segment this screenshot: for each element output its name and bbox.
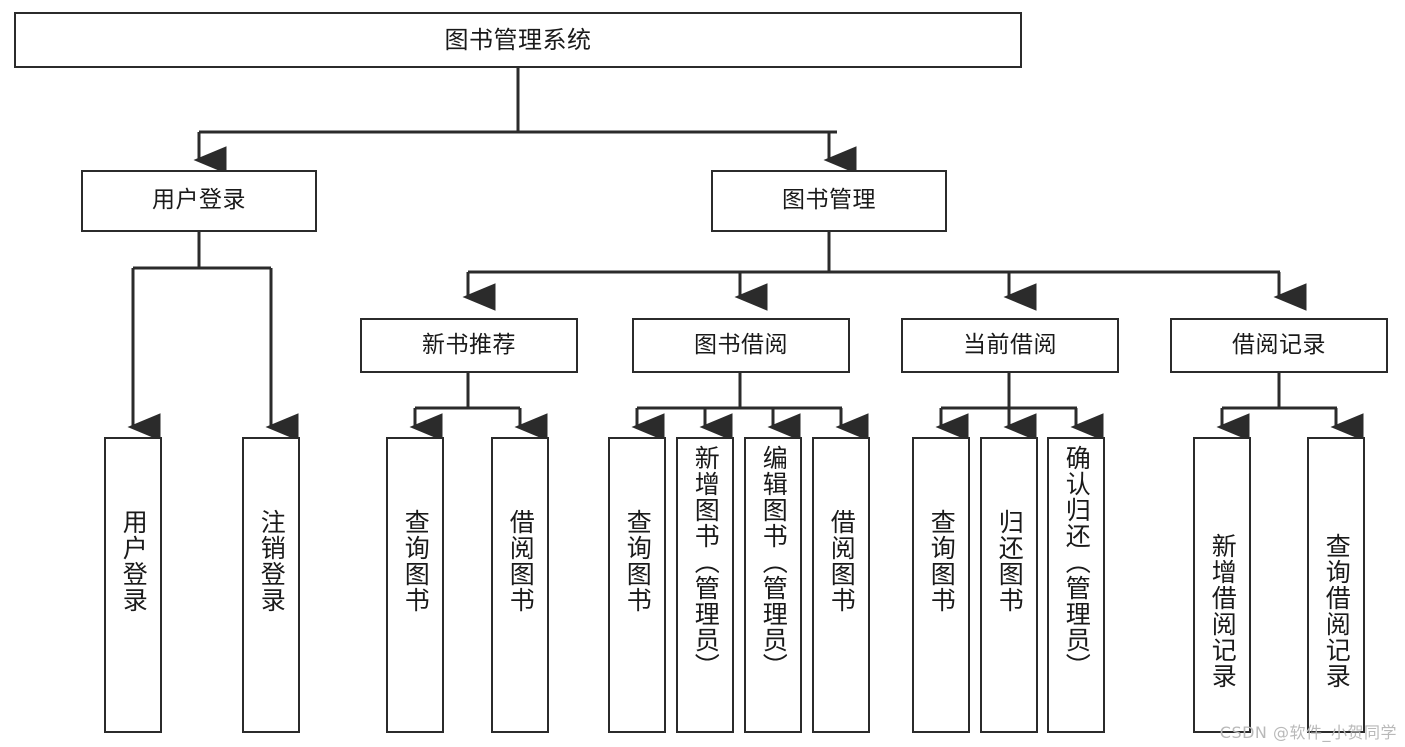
node-leaf-edit-book[interactable]: 编辑图书（管理员） <box>744 437 802 733</box>
node-leaf-query-record[interactable]: 查询借阅记录 <box>1307 437 1365 733</box>
node-user-login-label: 用户登录 <box>152 187 246 214</box>
node-book-borrow-label: 图书借阅 <box>694 331 788 358</box>
node-book-manage[interactable]: 图书管理 <box>711 170 947 232</box>
node-leaf-query-book-1-label: 查询图书 <box>401 509 431 613</box>
node-root[interactable]: 图书管理系统 <box>14 12 1022 68</box>
node-book-borrow[interactable]: 图书借阅 <box>632 318 850 373</box>
node-current-borrow[interactable]: 当前借阅 <box>901 318 1119 373</box>
node-leaf-borrow-book-2-label: 借阅图书 <box>827 509 857 613</box>
node-leaf-add-record[interactable]: 新增借阅记录 <box>1193 437 1251 733</box>
node-leaf-borrow-book-1[interactable]: 借阅图书 <box>491 437 549 733</box>
node-new-book-rec[interactable]: 新书推荐 <box>360 318 578 373</box>
node-leaf-return-book[interactable]: 归还图书 <box>980 437 1038 733</box>
node-leaf-query-record-label: 查询借阅记录 <box>1322 533 1352 689</box>
node-leaf-confirm-return-label: 确认归还（管理员） <box>1062 445 1092 679</box>
node-leaf-return-book-label: 归还图书 <box>995 509 1025 613</box>
node-leaf-borrow-book-2[interactable]: 借阅图书 <box>812 437 870 733</box>
node-leaf-user-login[interactable]: 用户登录 <box>104 437 162 733</box>
node-leaf-add-record-label: 新增借阅记录 <box>1208 533 1238 689</box>
node-root-label: 图书管理系统 <box>444 25 592 54</box>
node-leaf-logout-login-label: 注销登录 <box>257 509 287 613</box>
node-new-book-rec-label: 新书推荐 <box>422 331 516 358</box>
node-leaf-query-book-3-label: 查询图书 <box>927 509 957 613</box>
node-user-login[interactable]: 用户登录 <box>81 170 317 232</box>
node-leaf-query-book-2-label: 查询图书 <box>623 509 653 613</box>
node-borrow-record[interactable]: 借阅记录 <box>1170 318 1388 373</box>
node-book-manage-label: 图书管理 <box>782 187 876 214</box>
node-borrow-record-label: 借阅记录 <box>1232 331 1326 358</box>
node-leaf-add-book-label: 新增图书（管理员） <box>691 445 721 679</box>
node-leaf-user-login-label: 用户登录 <box>119 509 149 613</box>
node-leaf-query-book-2[interactable]: 查询图书 <box>608 437 666 733</box>
node-leaf-edit-book-label: 编辑图书（管理员） <box>759 445 789 679</box>
node-leaf-query-book-1[interactable]: 查询图书 <box>386 437 444 733</box>
watermark: CSDN @软件_小贺同学 <box>1219 723 1397 742</box>
node-current-borrow-label: 当前借阅 <box>963 331 1057 358</box>
node-leaf-add-book[interactable]: 新增图书（管理员） <box>676 437 734 733</box>
node-leaf-confirm-return[interactable]: 确认归还（管理员） <box>1047 437 1105 733</box>
node-leaf-logout-login[interactable]: 注销登录 <box>242 437 300 733</box>
node-leaf-borrow-book-1-label: 借阅图书 <box>506 509 536 613</box>
node-leaf-query-book-3[interactable]: 查询图书 <box>912 437 970 733</box>
